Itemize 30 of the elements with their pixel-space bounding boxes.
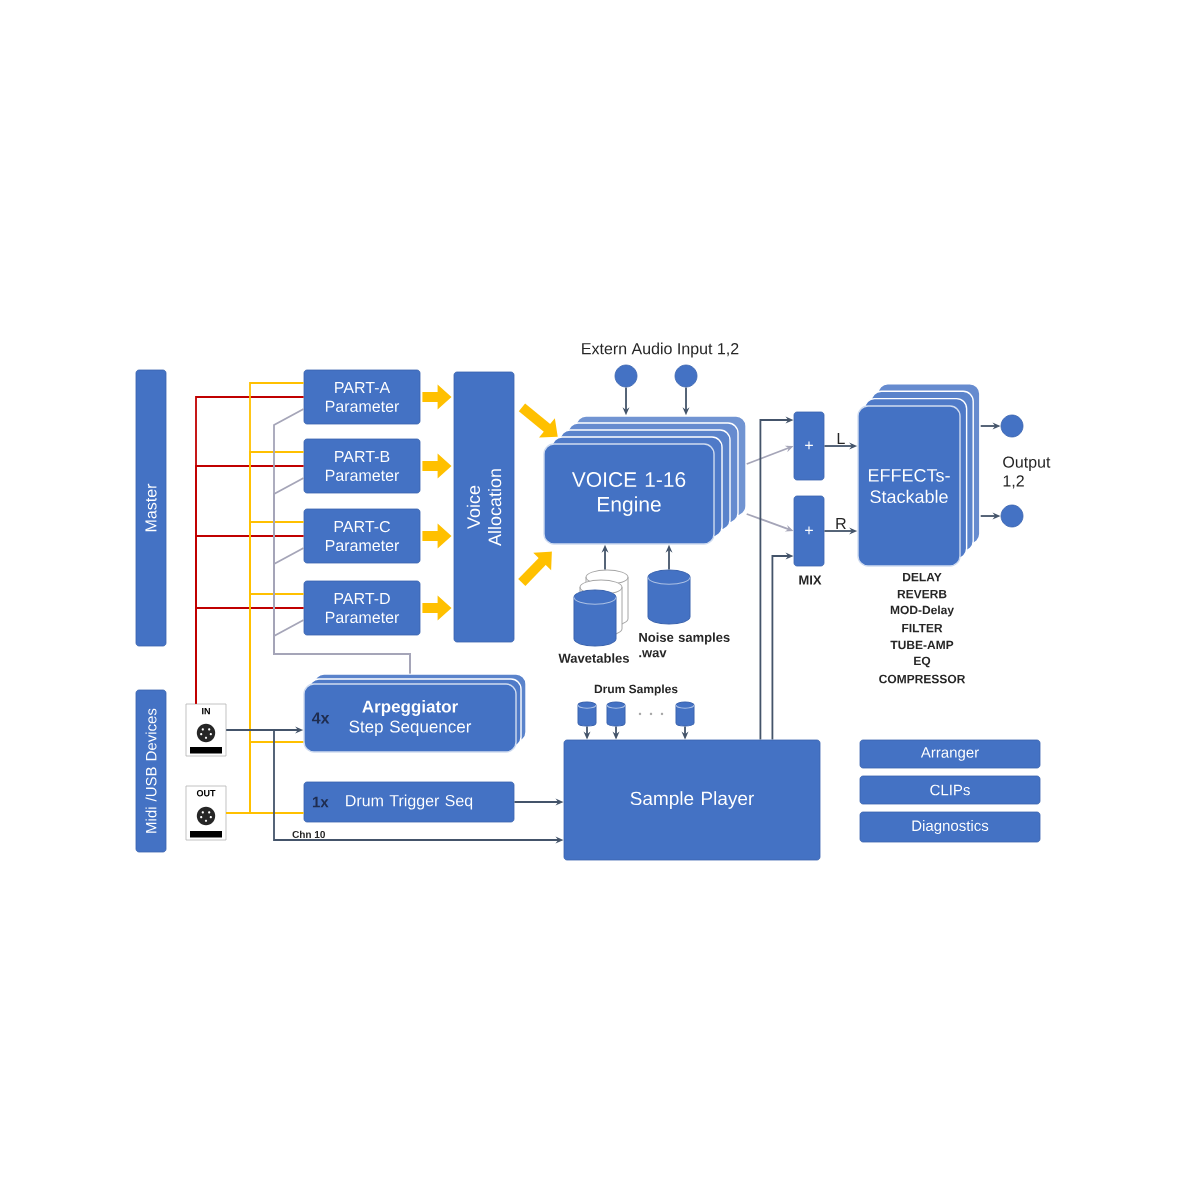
mixer-box: +: [793, 495, 825, 567]
vertical-banner: Master: [135, 369, 167, 647]
process-box: PART-B Parameter: [303, 438, 421, 494]
connector-line: [273, 619, 411, 675]
edge-label: R: [834, 517, 848, 530]
process-box: Voice Allocation: [453, 371, 515, 643]
stacked-box: VOICE 1-16 Engine: [543, 415, 747, 545]
database-cylinder: [647, 569, 691, 625]
stacked-box: Arpeggiator Step Sequencer 4x: [303, 673, 527, 753]
process-box: PART-C Parameter: [303, 508, 421, 564]
block-arrow: [518, 551, 552, 587]
stacked-box: EFFECTs-Stackable: [857, 383, 981, 567]
block-arrow: [518, 403, 558, 438]
connector-line: [195, 607, 305, 705]
process-box: PART-A Parameter: [303, 369, 421, 425]
sample-cylinder: [606, 701, 626, 727]
process-box: PART-D Parameter: [303, 580, 421, 636]
process-box: Sample Player: [563, 739, 821, 861]
database-cylinder: [573, 569, 629, 647]
mixer-box: +: [793, 411, 825, 481]
port-circle: [1000, 414, 1024, 438]
port-circle: [1000, 504, 1024, 528]
edge-label: L: [835, 432, 847, 445]
sample-cylinder: [675, 701, 695, 727]
sample-cylinder: [577, 701, 597, 727]
connector-line: [225, 812, 305, 814]
port-circle: [614, 364, 638, 388]
text-label: Extern Audio Input 1,2: [582, 342, 739, 358]
port-circle: [674, 364, 698, 388]
text-label: Output 1,2: [1003, 456, 1051, 489]
